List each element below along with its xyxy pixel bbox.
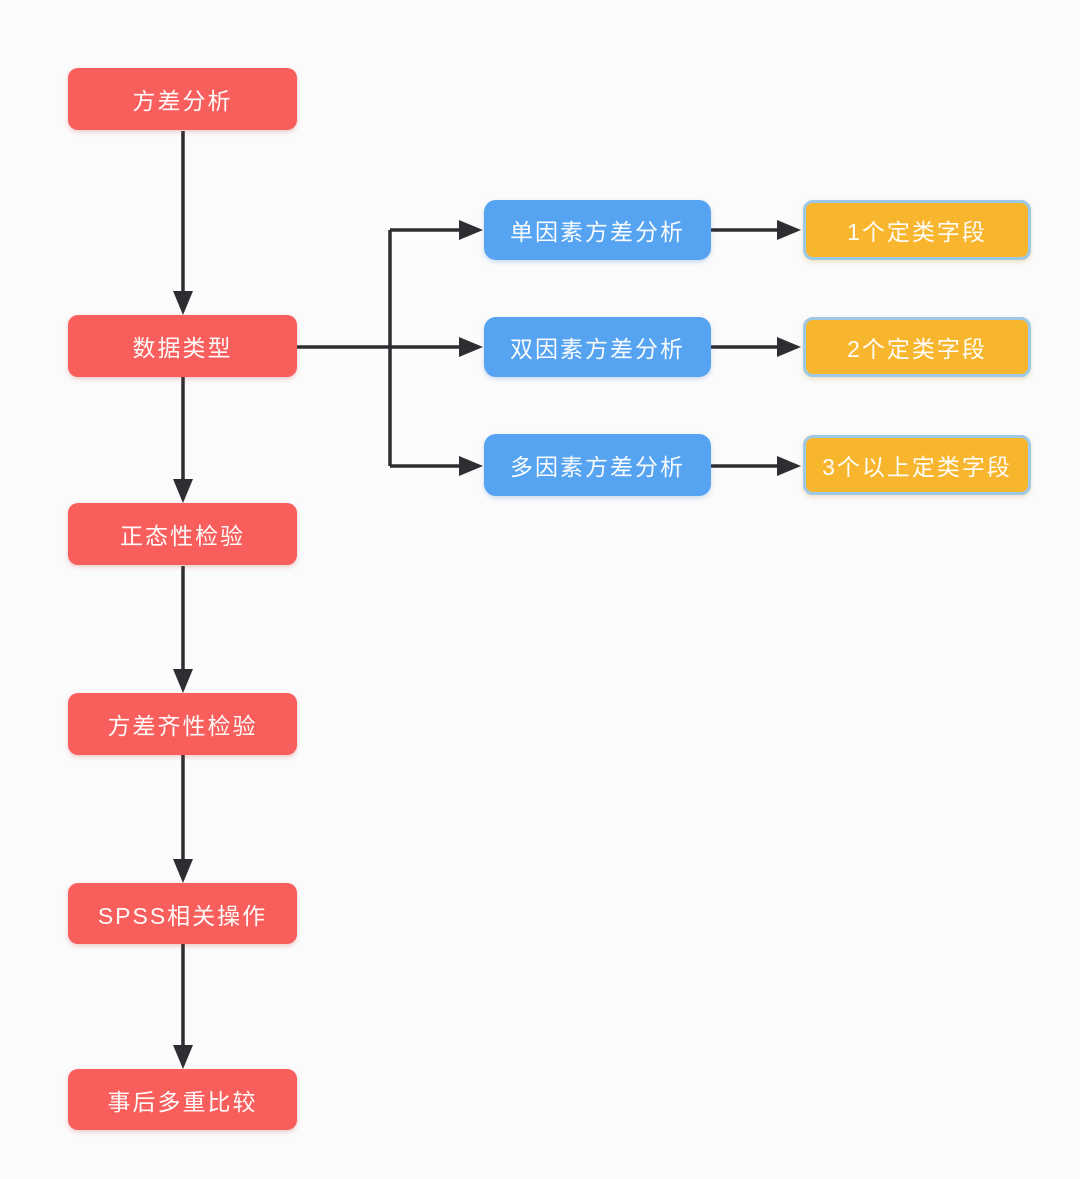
node-one-way-anova: 单因素方差分析 [484, 200, 711, 260]
node-homogeneity-test: 方差齐性检验 [68, 693, 297, 755]
node-posthoc-comparison: 事后多重比较 [68, 1069, 297, 1130]
node-2-categorical-fields: 2个定类字段 [803, 317, 1031, 377]
node-multi-way-anova: 多因素方差分析 [484, 434, 711, 496]
node-spss-operations: SPSS相关操作 [68, 883, 297, 944]
node-3plus-categorical-fields: 3个以上定类字段 [803, 435, 1031, 495]
node-anova: 方差分析 [68, 68, 297, 130]
node-two-way-anova: 双因素方差分析 [484, 317, 711, 377]
node-data-type: 数据类型 [68, 315, 297, 377]
node-1-categorical-field: 1个定类字段 [803, 200, 1031, 260]
node-normality-test: 正态性检验 [68, 503, 297, 565]
